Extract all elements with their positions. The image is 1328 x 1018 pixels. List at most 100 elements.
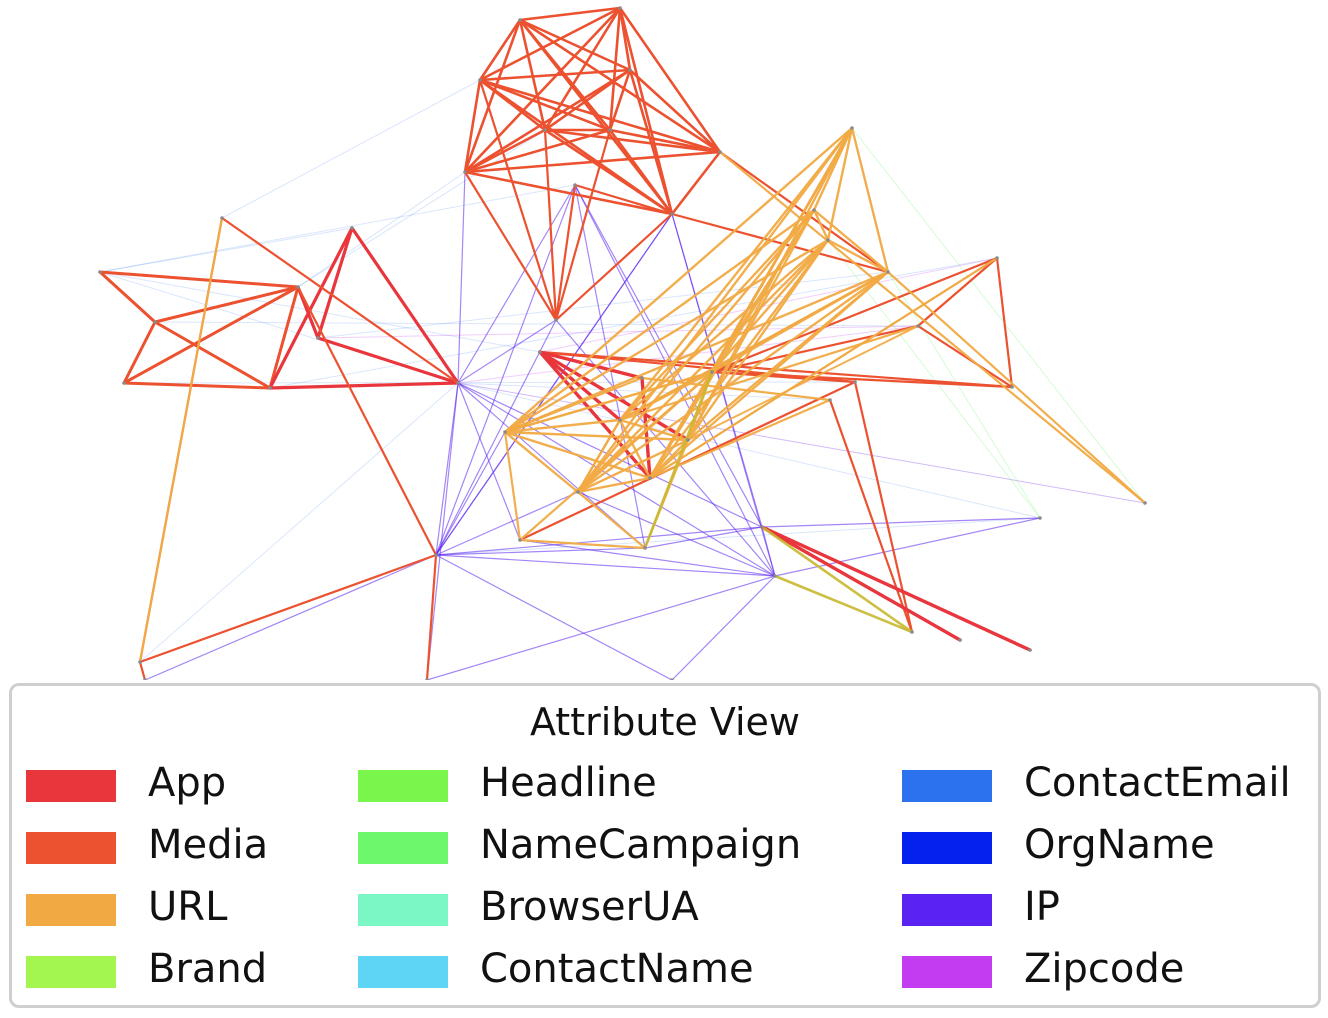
edge-ip bbox=[435, 431, 506, 556]
edge-app-middle bbox=[538, 350, 622, 422]
legend-swatch-headline bbox=[358, 770, 448, 802]
graph-node bbox=[220, 216, 224, 220]
graph-node bbox=[760, 525, 764, 529]
edge-ip bbox=[435, 491, 579, 556]
graph-node bbox=[628, 68, 632, 72]
edge-ip bbox=[426, 575, 776, 680]
graph-node bbox=[503, 430, 507, 434]
edge-media-cluster bbox=[478, 18, 522, 82]
edge-media-left bbox=[153, 285, 300, 324]
edge-media-cluster bbox=[608, 128, 722, 154]
edge-media-cluster bbox=[628, 68, 722, 154]
legend-label-contactemail: ContactEmail bbox=[1024, 760, 1291, 806]
legend-label-url: URL bbox=[148, 884, 228, 930]
graph-node bbox=[828, 398, 832, 402]
edge-url-cluster bbox=[648, 438, 690, 480]
legend-label-browserua: BrowserUA bbox=[480, 884, 699, 930]
graph-node bbox=[268, 386, 272, 390]
graph-node bbox=[478, 78, 482, 82]
legend-label-app: App bbox=[148, 760, 227, 806]
graph-node bbox=[686, 438, 690, 442]
graph-node bbox=[518, 538, 522, 542]
edge-url-right bbox=[619, 271, 889, 421]
edge-media-right bbox=[710, 324, 920, 374]
legend-label-headline: Headline bbox=[480, 760, 657, 806]
graph-node bbox=[350, 226, 354, 230]
graph-node bbox=[554, 318, 558, 322]
legend-label-contactname: ContactName bbox=[480, 946, 754, 992]
edge-media-long bbox=[220, 216, 460, 385]
edge-app-left bbox=[268, 381, 460, 390]
graph-node bbox=[1028, 648, 1032, 652]
edge-brand bbox=[773, 574, 914, 634]
edge-ip bbox=[435, 213, 673, 556]
edge-url-cluster bbox=[576, 270, 890, 494]
edge-url-cluster bbox=[576, 438, 690, 494]
edge-contact-email bbox=[99, 227, 353, 273]
edge-media-cluster bbox=[543, 128, 722, 154]
edge-app-middle bbox=[760, 525, 1032, 652]
edge-url bbox=[640, 376, 832, 402]
edge-ip bbox=[457, 382, 776, 577]
edge-contact-email bbox=[154, 321, 919, 327]
graph-node bbox=[670, 678, 674, 680]
edge-media-cluster bbox=[543, 128, 674, 216]
edge-media-cluster bbox=[463, 18, 522, 174]
edge-ip bbox=[435, 319, 557, 556]
edge-url-cluster bbox=[850, 126, 890, 274]
edge-contact-email bbox=[99, 184, 576, 273]
edge-media-long bbox=[138, 553, 438, 664]
edge-media-left bbox=[122, 381, 272, 390]
edge-url-cluster bbox=[503, 430, 580, 494]
edge-url-cluster bbox=[576, 238, 830, 494]
legend-swatch-url bbox=[26, 894, 116, 926]
edge-url-right bbox=[649, 257, 998, 479]
edge-url-cluster bbox=[648, 370, 714, 480]
legend-label-brand: Brand bbox=[148, 946, 268, 992]
edge-url-cluster bbox=[503, 418, 622, 434]
edge-url-cluster bbox=[826, 126, 854, 242]
graph-node bbox=[434, 553, 438, 557]
edge-media-cluster bbox=[608, 68, 632, 132]
edge-media-cluster bbox=[543, 68, 632, 132]
edge-media-cluster bbox=[618, 6, 722, 154]
legend-swatch-ip bbox=[902, 894, 992, 926]
edge-media-cluster bbox=[463, 128, 612, 174]
graph-node bbox=[643, 546, 647, 550]
edge-url bbox=[576, 418, 622, 494]
edge-url-long bbox=[138, 216, 224, 664]
edge-media-cluster bbox=[608, 6, 622, 132]
edge-contact-email bbox=[99, 271, 541, 353]
edge-media-cluster bbox=[463, 78, 482, 174]
edge-app-left bbox=[350, 226, 460, 385]
edge-ip bbox=[435, 526, 763, 556]
graph-node bbox=[122, 381, 126, 385]
edge-ip bbox=[577, 491, 776, 577]
graph-node bbox=[153, 320, 157, 324]
edge-app-middle bbox=[538, 350, 690, 442]
graph-node bbox=[958, 638, 962, 642]
edge-ip bbox=[435, 554, 673, 680]
legend: Attribute View App Media URL Brand Headl… bbox=[9, 683, 1321, 1008]
edge-contact-email bbox=[457, 382, 1041, 519]
graph-node bbox=[316, 336, 320, 340]
legend-swatch-contactemail bbox=[902, 770, 992, 802]
edge-contact-email bbox=[221, 79, 481, 219]
edge-ip bbox=[555, 319, 776, 577]
edge-app-left bbox=[268, 226, 354, 390]
edge-url-cluster bbox=[618, 418, 690, 442]
edge-ip bbox=[644, 526, 763, 549]
edge-media-right bbox=[995, 256, 1014, 389]
legend-swatch-zipcode bbox=[902, 956, 992, 988]
legend-swatch-app bbox=[26, 770, 116, 802]
edge-ip bbox=[519, 539, 776, 577]
edge-media-cluster bbox=[478, 6, 622, 82]
graph-node bbox=[670, 212, 674, 216]
legend-swatch-browserua bbox=[358, 894, 448, 926]
edge-media-cluster bbox=[608, 128, 674, 216]
edge-media-cluster bbox=[463, 68, 632, 174]
edge-media-cluster bbox=[478, 78, 722, 154]
edge-url-cluster bbox=[618, 238, 830, 422]
edge-name-campaign bbox=[851, 127, 1146, 504]
graph-node bbox=[425, 678, 429, 680]
